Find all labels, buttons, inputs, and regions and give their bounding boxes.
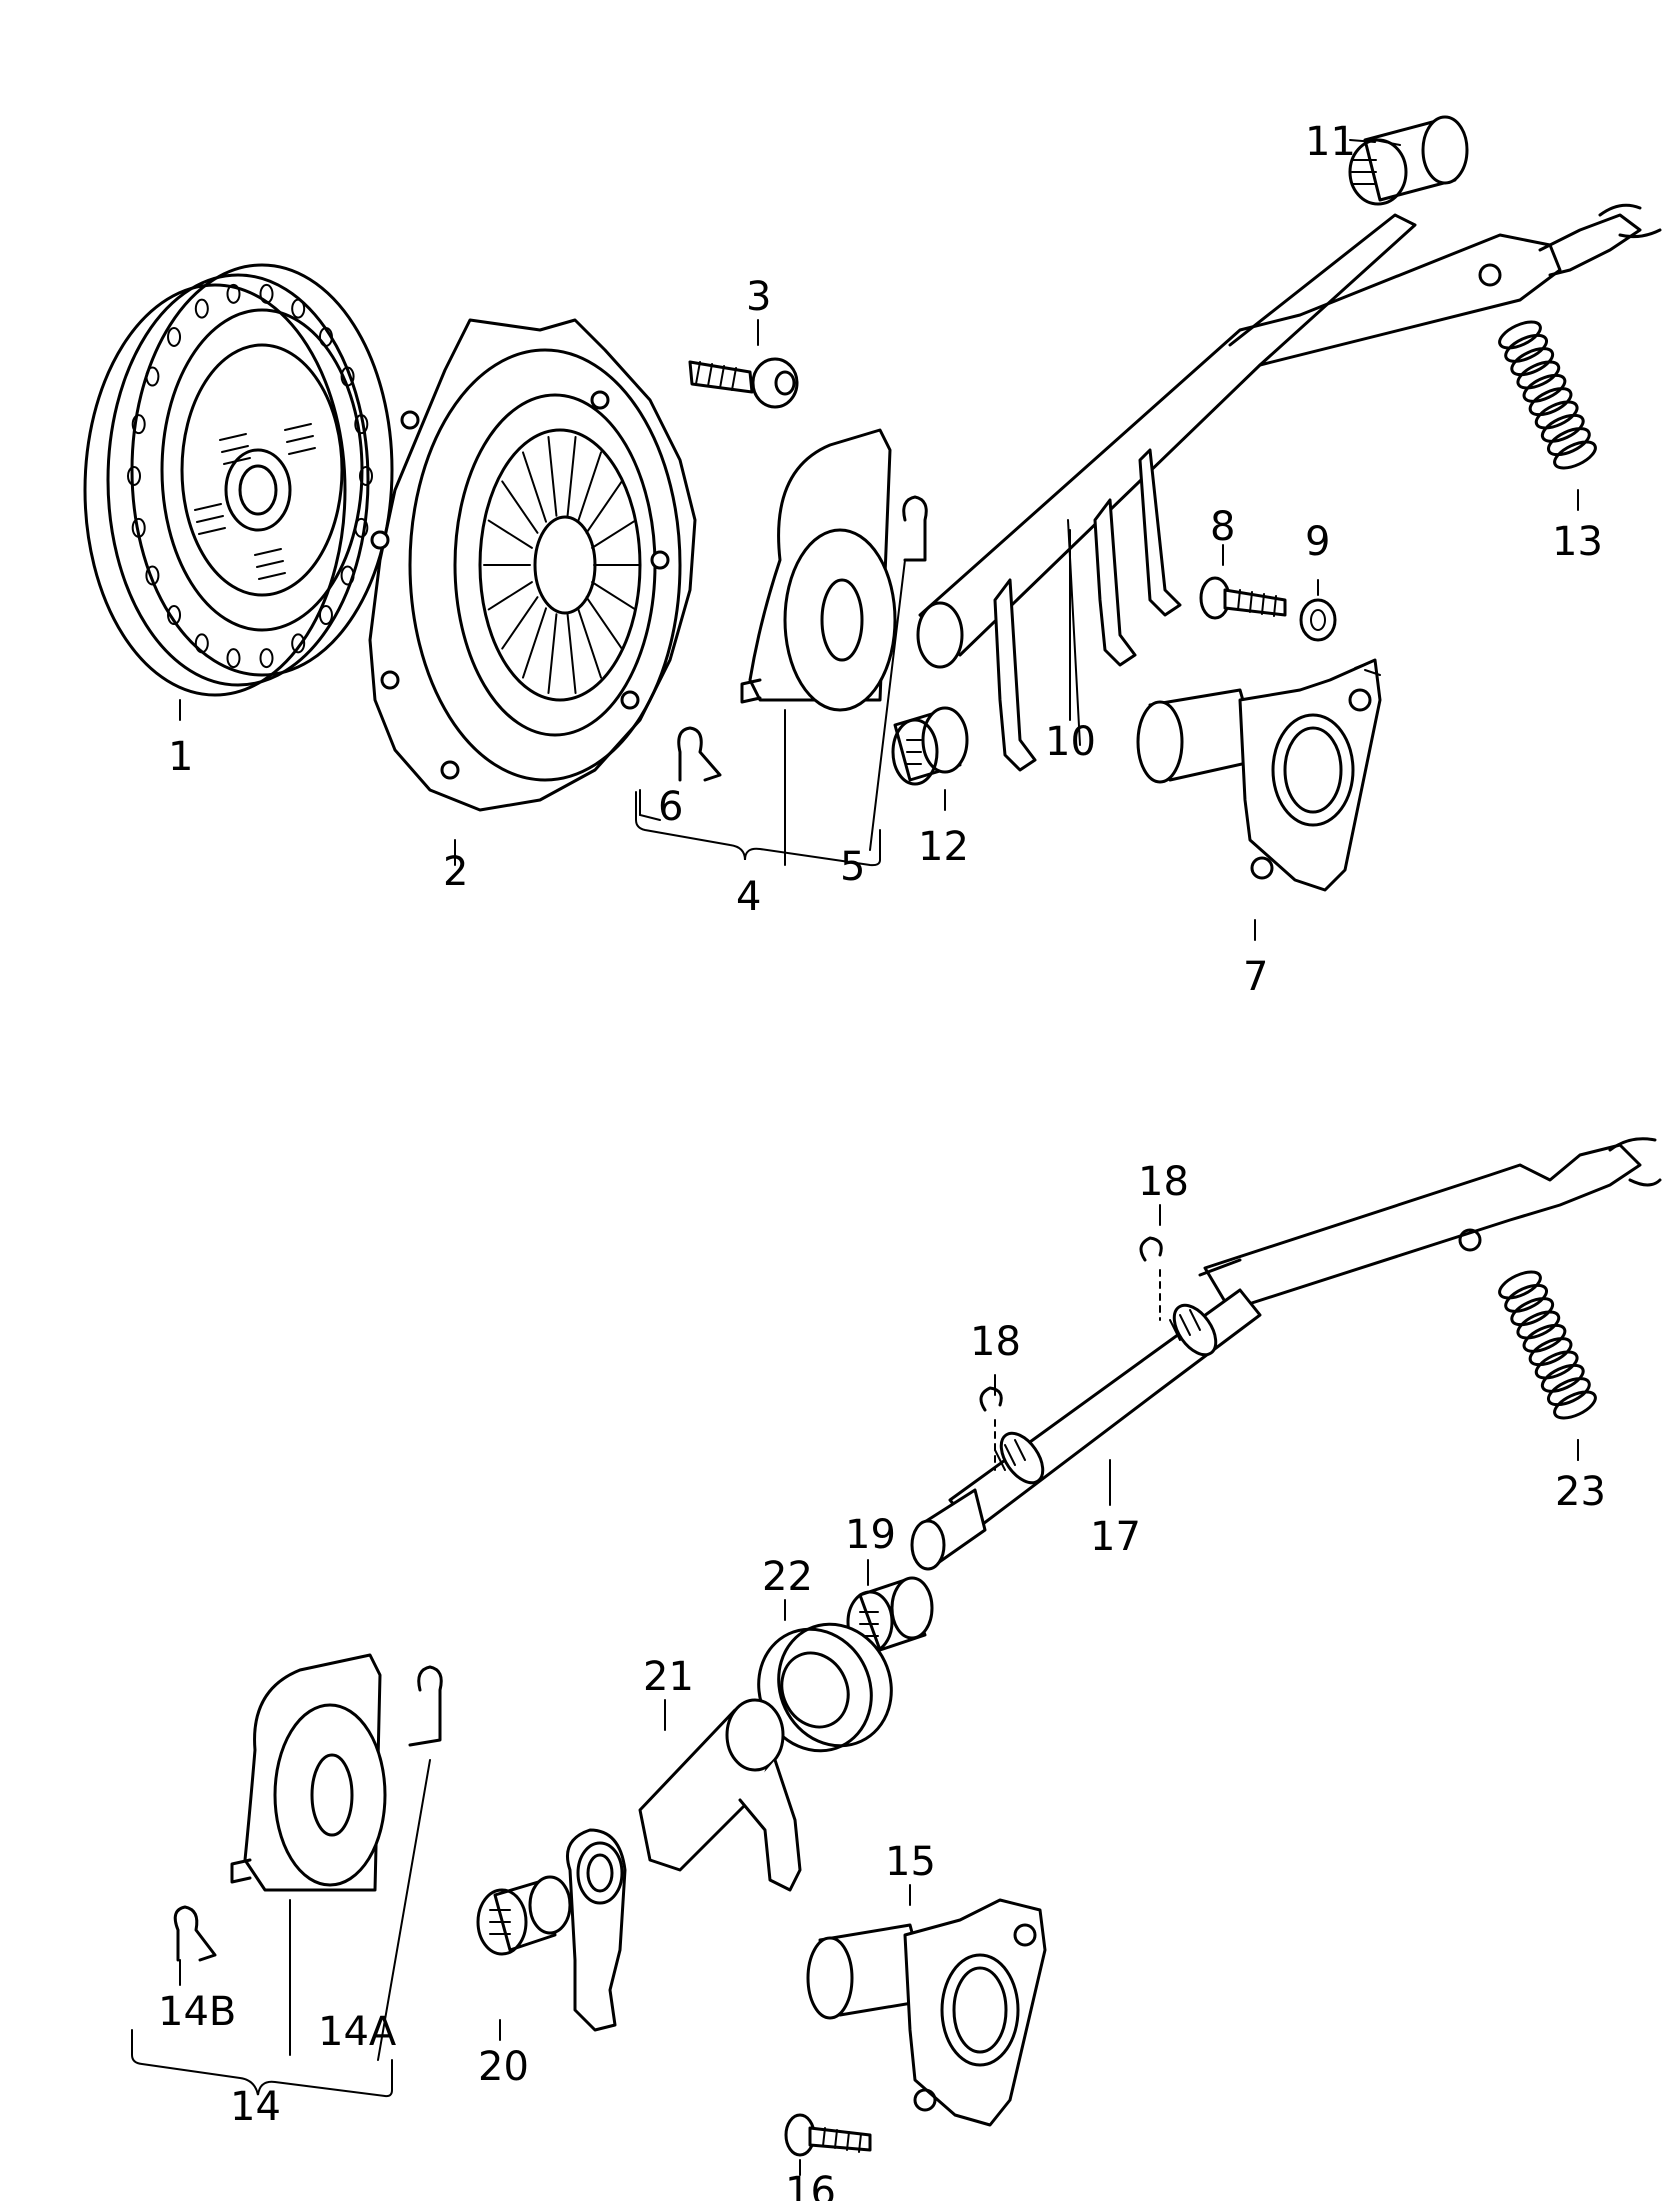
- label-13: 13: [1552, 519, 1603, 565]
- part-7-guide-sleeve: [1136, 658, 1382, 892]
- label-1: 1: [168, 734, 193, 780]
- part-4-release-bearing: [740, 428, 897, 712]
- part-17-release-shaft: [910, 1137, 1662, 1571]
- part-6-clip: [677, 726, 722, 782]
- part-9-washer: [1299, 598, 1337, 642]
- part-8-bolt: [1199, 576, 1287, 620]
- label-17: 17: [1090, 1514, 1141, 1560]
- label-5: 5: [840, 844, 865, 890]
- label-9: 9: [1305, 519, 1330, 565]
- part-14b-clip: [173, 1905, 217, 1962]
- part-13-spring: [1498, 320, 1597, 511]
- label-22: 22: [762, 1554, 813, 1600]
- label-14b: 14B: [158, 1989, 236, 2035]
- label-18-upper: 18: [1138, 1159, 1189, 1205]
- part-14-release-bearing: [230, 1653, 387, 1892]
- label-21: 21: [643, 1654, 694, 1700]
- label-14: 14: [230, 2084, 281, 2130]
- callout-labels: 1 2 3 4 5 6 7 8 9 10 11 12 13 14 14A 14B…: [158, 119, 1606, 2201]
- part-21-release-fork: [566, 1698, 802, 2032]
- label-7: 7: [1243, 954, 1268, 1000]
- label-15: 15: [885, 1839, 936, 1885]
- part-1-clutch-disc: [83, 263, 394, 697]
- label-11: 11: [1305, 119, 1356, 165]
- part-15-guide-sleeve: [806, 1898, 1047, 2127]
- part-18-clip-upper: [1139, 1236, 1163, 1321]
- label-23: 23: [1555, 1469, 1606, 1515]
- label-20: 20: [478, 2044, 529, 2090]
- part-19-bushing: [846, 1576, 934, 1654]
- part-5-clip: [869, 495, 928, 851]
- label-10: 10: [1045, 719, 1096, 765]
- label-18-lower: 18: [970, 1319, 1021, 1365]
- part-3-bolt: [688, 357, 799, 409]
- label-16: 16: [785, 2169, 836, 2201]
- part-20-bushing: [476, 1875, 572, 1956]
- part-14a-clip: [377, 1665, 443, 2061]
- label-8: 8: [1210, 504, 1235, 550]
- label-3: 3: [746, 274, 771, 320]
- part-10-release-shaft: [916, 203, 1662, 772]
- part-12-bushing: [891, 706, 969, 786]
- part-11-bushing: [1348, 115, 1469, 206]
- label-19: 19: [845, 1512, 896, 1558]
- part-2-pressure-plate: [368, 318, 697, 812]
- part-18-clip-lower: [979, 1386, 1003, 1471]
- label-4: 4: [736, 874, 761, 920]
- part-23-spring: [1498, 1270, 1597, 1461]
- part-22-seal: [757, 1622, 893, 1753]
- leader-lines-top: [179, 139, 1376, 941]
- leader-lines-bottom: [131, 1204, 1579, 2176]
- label-6: 6: [658, 784, 683, 830]
- label-12: 12: [918, 824, 969, 870]
- label-2: 2: [443, 849, 468, 895]
- part-16-bolt: [784, 2113, 872, 2157]
- label-14a: 14A: [318, 2009, 397, 2055]
